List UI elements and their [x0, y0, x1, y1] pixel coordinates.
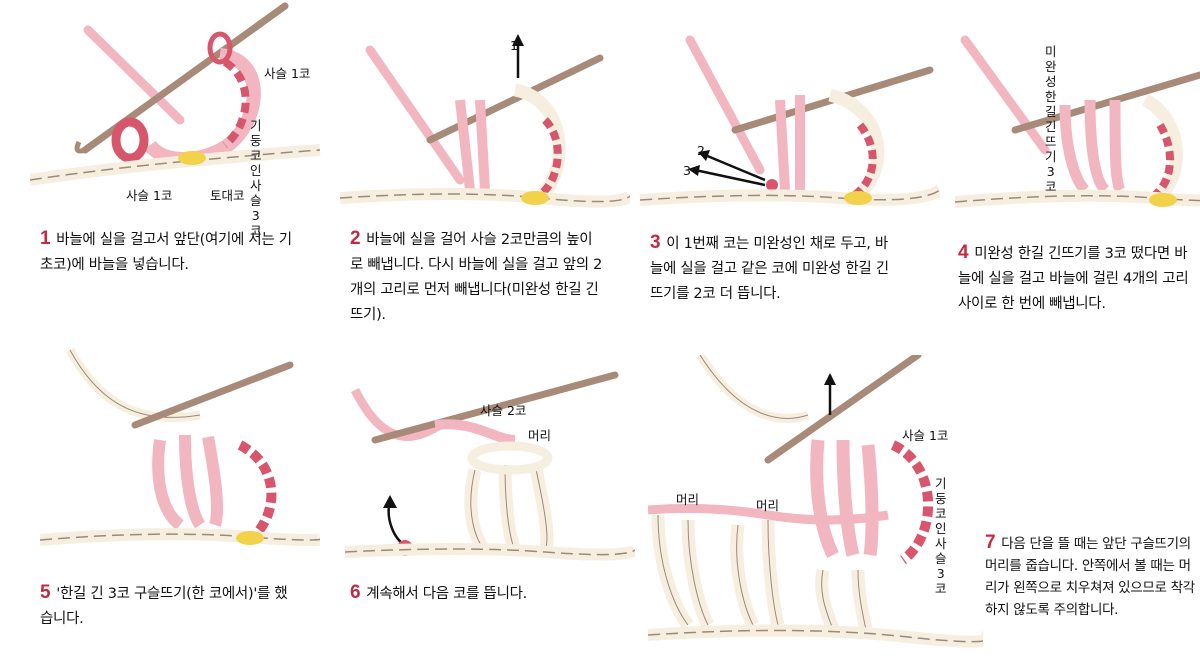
label-turning-chain: 기둥코인 사슬 3코	[250, 118, 262, 238]
label-chain2: 사슬 2코	[480, 403, 527, 418]
step-5-number: 5	[40, 582, 51, 603]
step-5-text: '한길 긴 3코 구슬뜨기(한 코에서)'를 했습니다.	[40, 586, 288, 627]
step-3-text: 이 1번째 코는 미완성인 채로 두고, 바늘에 실을 걸고 같은 코에 미완성…	[650, 236, 889, 302]
step-2-illustration	[340, 30, 630, 220]
step-4-number: 4	[958, 242, 969, 263]
step-2-number: 2	[350, 228, 361, 249]
step-7-number: 7	[985, 532, 996, 553]
step-7-illustration	[648, 355, 983, 655]
step-6-caption: 6 계속해서 다음 코를 뜹니다.	[350, 580, 610, 607]
step-3-number: 3	[650, 232, 661, 253]
step-4-illustration	[955, 30, 1200, 220]
step-1-illustration	[30, 0, 330, 215]
step-5-caption: 5'한길 긴 3코 구슬뜨기(한 코에서)'를 했습니다.	[40, 580, 295, 632]
label-head-mid: 머리	[756, 498, 780, 513]
label-arrow-2: 2	[697, 143, 705, 158]
label-turning-chain-7: 기둥코인 사슬 3코	[935, 476, 947, 596]
label-arrow-1: 1	[510, 38, 518, 53]
step-1-text: 바늘에 실을 걸고서 앞단(여기에 서는 기초코)에 바늘을 넣습니다.	[40, 232, 292, 273]
label-head-left: 머리	[676, 492, 700, 507]
step-2-text: 바늘에 실을 걸어 사슬 2코만큼의 높이로 빼냅니다. 다시 바늘에 실을 걸…	[350, 232, 603, 323]
step-6-number: 6	[350, 582, 361, 603]
step-3-illustration	[640, 30, 940, 220]
step-4-text: 미완성 한길 긴뜨기를 3코 떴다면 바늘에 실을 걸고 바늘에 걸린 4개의 …	[958, 246, 1189, 312]
label-chain1: 사슬 1코	[902, 428, 949, 443]
label-unfinished-3: 미완성 한길 긴뜨기 3코	[1045, 44, 1057, 194]
label-arrow-3: 3	[683, 163, 691, 178]
step-5-illustration	[40, 345, 320, 565]
step-6-text: 계속해서 다음 코를 뜹니다.	[366, 586, 527, 602]
step-6-illustration	[345, 370, 635, 570]
step-1-number: 1	[40, 228, 51, 249]
label-chain1-bottom: 사슬 1코	[126, 188, 173, 203]
step-7-text: 다음 단을 뜰 때는 앞단 구슬뜨기의 머리를 줍습니다. 안쪽에서 볼 때는 …	[985, 536, 1195, 618]
label-chain1-top: 사슬 1코	[264, 66, 311, 81]
label-base-chain: 토대코	[210, 188, 245, 203]
label-head: 머리	[528, 428, 552, 443]
